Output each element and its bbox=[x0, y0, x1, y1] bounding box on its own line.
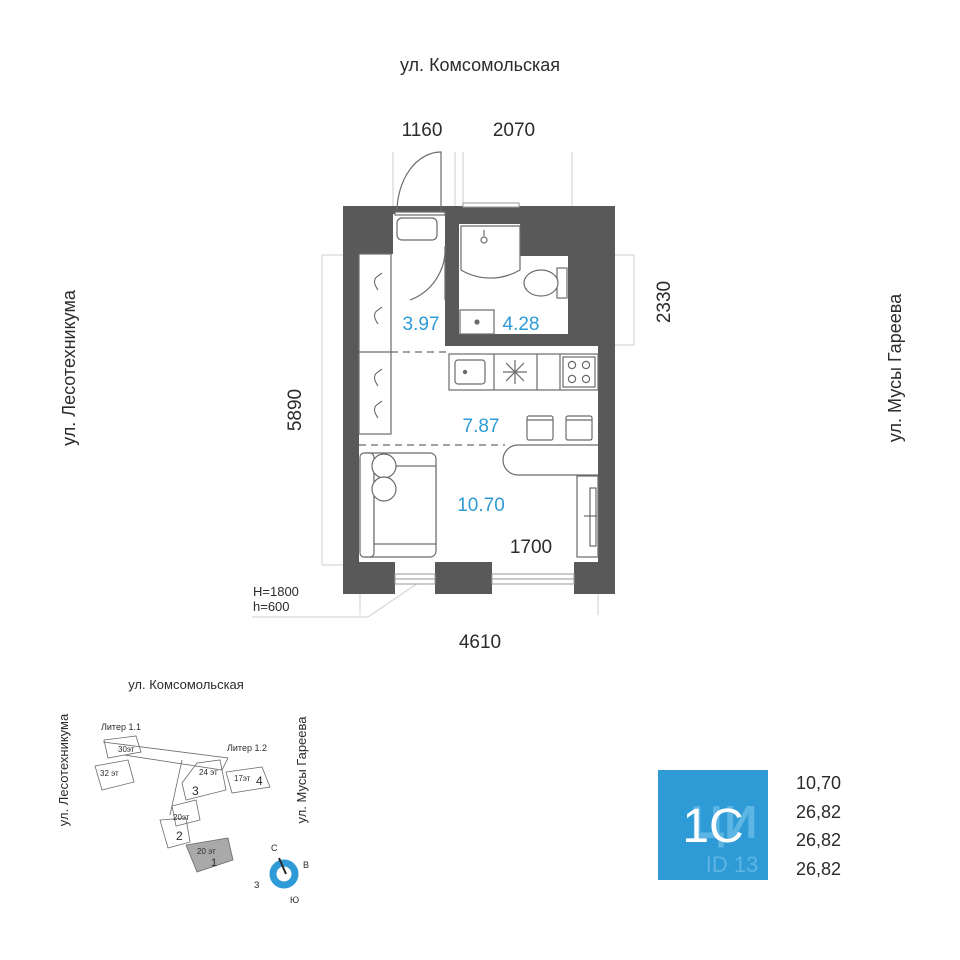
minimap-street-left: ул. Лесотехникума bbox=[56, 713, 71, 826]
dim-total-width: 4610 bbox=[459, 632, 501, 653]
floors-20a: 20эт bbox=[173, 813, 190, 822]
bottom-windows bbox=[394, 573, 575, 585]
section-4-label: 4 bbox=[256, 774, 263, 788]
kitchen-sink-icon bbox=[454, 359, 486, 385]
apartment-type-badge: ЦИ ID 13 1С bbox=[658, 770, 768, 880]
badge-type-label: 1С bbox=[682, 800, 743, 853]
area-list-item: 26,82 bbox=[796, 830, 841, 850]
area-living: 10.70 bbox=[457, 495, 505, 516]
floors-32: 32 эт bbox=[100, 769, 119, 778]
compass-south: Ю bbox=[290, 895, 299, 905]
hall-shelf bbox=[396, 217, 438, 241]
bathroom-door bbox=[409, 245, 446, 301]
bar-counter bbox=[502, 444, 598, 476]
dim-bath-depth: 2330 bbox=[654, 281, 675, 323]
sill-height-2: h=600 bbox=[253, 599, 290, 614]
area-hall: 3.97 bbox=[403, 314, 440, 335]
top-window bbox=[462, 202, 520, 208]
liter-1-label: Литер 1.1 bbox=[101, 722, 141, 732]
area-list-item: 26,82 bbox=[796, 802, 841, 822]
floors-30: 30эт bbox=[118, 745, 135, 754]
badge-watermark: ЦИ bbox=[691, 796, 758, 848]
floors-20b: 20 эт bbox=[197, 847, 216, 856]
fridge-snowflake-icon bbox=[503, 360, 527, 384]
tv-unit bbox=[576, 475, 599, 558]
compass-west: З bbox=[254, 880, 259, 890]
street-right-label: ул. Мусы Гареева bbox=[885, 293, 905, 442]
site-buildings bbox=[94, 735, 271, 849]
armchair-pillows bbox=[371, 453, 397, 502]
floors-17: 17эт bbox=[234, 774, 251, 783]
zone-dividers bbox=[359, 351, 505, 446]
hanger-icons bbox=[373, 272, 383, 419]
compass-north: С bbox=[271, 843, 278, 853]
entry-door bbox=[394, 151, 446, 216]
dim-window-top-width: 2070 bbox=[493, 120, 535, 141]
street-top-label: ул. Комсомольская bbox=[400, 55, 560, 75]
area-bathroom: 4.28 bbox=[503, 314, 540, 335]
section-1-label: 1 bbox=[211, 857, 217, 869]
street-left-label: ул. Лесотехникума bbox=[59, 289, 79, 446]
dim-door-width: 1160 bbox=[402, 120, 443, 141]
bathroom-sink-icon bbox=[459, 309, 495, 335]
area-list-item: 26,82 bbox=[796, 859, 841, 879]
kitchen-chairs bbox=[526, 415, 593, 441]
shower-tray bbox=[460, 225, 521, 279]
section-2-label: 2 bbox=[176, 829, 183, 843]
dimension-lines bbox=[252, 152, 635, 618]
badge-watermark-id: ID 13 bbox=[706, 852, 759, 877]
current-section bbox=[185, 837, 234, 873]
sofa bbox=[359, 452, 437, 558]
area-kitchen: 7.87 bbox=[463, 416, 500, 437]
compass-icon bbox=[269, 857, 299, 889]
area-list-item: 10,70 bbox=[796, 773, 841, 793]
minimap-street-right: ул. Мусы Гареева bbox=[294, 716, 309, 824]
walls bbox=[343, 206, 615, 594]
toilet-icon bbox=[523, 267, 568, 299]
section-3-label: 3 bbox=[192, 784, 199, 798]
dim-total-length: 5890 bbox=[285, 389, 306, 431]
liter-2-label: Литер 1.2 bbox=[227, 743, 267, 753]
compass-east: В bbox=[303, 860, 309, 870]
shower-drain-icon bbox=[480, 230, 488, 244]
dim-window-right-width: 1700 bbox=[510, 537, 552, 558]
sill-height-1: H=1800 bbox=[253, 584, 299, 599]
stove-icon bbox=[562, 356, 596, 388]
minimap-street-top: ул. Комсомольская bbox=[128, 677, 244, 692]
floors-24: 24 эт bbox=[199, 768, 218, 777]
